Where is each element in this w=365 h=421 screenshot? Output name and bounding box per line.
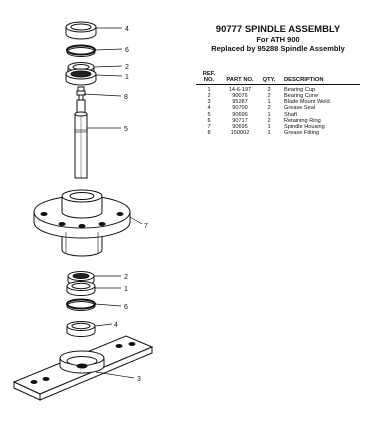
cell-description: Spindle Housing: [284, 123, 325, 130]
callout-retaining-ring-bottom: 6: [124, 304, 128, 311]
grease-fitting: [76, 86, 86, 101]
callout-grease-fitting: 8: [124, 94, 128, 101]
header-ref-no: REF. NO.: [196, 71, 222, 86]
replacement-note: Replaced by 95288 Spindle Assembly: [211, 44, 345, 53]
parts-table: REF. NO. PART NO. QTY. DESCRIPTION 1 14-6…: [196, 71, 360, 136]
retaining-ring-bottom: [66, 298, 96, 311]
bearing-cup-top: [65, 68, 97, 86]
leader-line: [94, 303, 122, 307]
leader-line: [83, 93, 122, 97]
cell-qty: 1: [267, 123, 271, 130]
cell-description: Grease Fitting: [284, 129, 320, 136]
table-row: 3 95287 1 Blade Mount Weld.: [196, 99, 360, 105]
cell-description: Shaft: [284, 111, 298, 118]
cell-part-no: 90700: [232, 105, 248, 112]
table-row: 2 90076 2 Bearing Cone: [196, 93, 360, 99]
table-row: 7 90695 1 Spindle Housing: [196, 124, 360, 130]
header-qty: QTY.: [258, 71, 280, 86]
parts-table-header: REF. NO. PART NO. QTY. DESCRIPTION: [196, 71, 360, 86]
parts-panel: 90777 SPINDLE ASSEMBLY For ATH 900 Repla…: [196, 24, 360, 136]
callout-grease-seal-top: 4: [125, 26, 129, 33]
cell-part-no: 14-6-197: [228, 87, 252, 94]
callout-retaining-ring-top: 6: [125, 47, 129, 54]
cell-description: Blade Mount Weld.: [284, 99, 332, 106]
cell-ref: 1: [207, 87, 211, 94]
leader-line: [95, 371, 135, 379]
cell-part-no: 90717: [232, 117, 248, 124]
leader-line: [129, 216, 143, 225]
table-row: 1 14-6-197 2 Bearing Cup: [196, 85, 360, 94]
shaft: [74, 99, 88, 179]
cell-qty: 2: [267, 87, 271, 94]
cell-qty: 2: [267, 93, 271, 100]
bearing-cup-bottom: [66, 281, 96, 296]
cell-qty: 1: [267, 99, 271, 106]
cell-description: Grease Seal: [284, 105, 316, 112]
retaining-ring-top: [66, 44, 96, 57]
assembly-title: 90777 SPINDLE ASSEMBLY: [215, 24, 341, 35]
header-part-no: PART NO.: [222, 71, 258, 86]
grease-seal-bottom: [66, 321, 96, 337]
cell-part-no: 95287: [232, 99, 248, 106]
header-description: DESCRIPTION: [280, 71, 360, 86]
leader-line: [94, 323, 113, 327]
callout-bearing-cone-bottom: 2: [124, 274, 128, 281]
blade-mount-weldment: [12, 335, 154, 401]
cell-ref: 4: [207, 105, 211, 112]
cell-part-no: 150002: [230, 129, 250, 136]
cell-description: Bearing Cone: [284, 93, 319, 100]
cell-part-no: 90076: [232, 93, 248, 100]
leader-line: [95, 74, 123, 77]
cell-ref: 5: [207, 111, 211, 118]
cell-ref: 3: [207, 99, 211, 106]
leader-line: [94, 48, 123, 51]
table-row: 4 90700 2 Grease Seal: [196, 105, 360, 111]
cell-qty: 1: [267, 111, 271, 118]
cell-ref: 7: [207, 123, 211, 130]
spindle-housing: [33, 189, 131, 257]
cell-description: Bearing Cup: [284, 87, 316, 94]
cell-part-no: 90696: [232, 111, 248, 118]
callout-blade-mount: 3: [137, 376, 141, 383]
cell-qty: 2: [267, 105, 271, 112]
cell-qty: 2: [267, 117, 271, 124]
cell-description: Retaining Ring: [284, 117, 321, 124]
table-row: 5 90696 1 Shaft: [196, 112, 360, 118]
cell-qty: 1: [267, 129, 271, 136]
cell-ref: 2: [207, 93, 211, 100]
cell-part-no: 90695: [232, 123, 248, 130]
cell-ref: 8: [207, 129, 211, 136]
callout-bearing-cup-top: 1: [125, 74, 129, 81]
cell-ref: 6: [207, 117, 211, 124]
callout-grease-seal-bottom: 4: [114, 322, 118, 329]
table-row: 6 90717 2 Retaining Ring: [196, 118, 360, 124]
callout-shaft: 5: [124, 126, 128, 133]
table-row: 8 150002 1 Grease Fitting: [196, 130, 360, 136]
callout-bearing-cone-top: 2: [125, 64, 129, 71]
exploded-spindle-diagram: 4 6 2 1 8 5 7 2 1 6 4 3: [12, 21, 154, 401]
callout-bearing-cup-bottom: 1: [124, 286, 128, 293]
callout-spindle-housing: 7: [144, 223, 148, 230]
leader-line: [93, 65, 123, 68]
grease-seal-top: [65, 21, 97, 40]
assembly-subtitle: For ATH 900: [256, 35, 300, 44]
